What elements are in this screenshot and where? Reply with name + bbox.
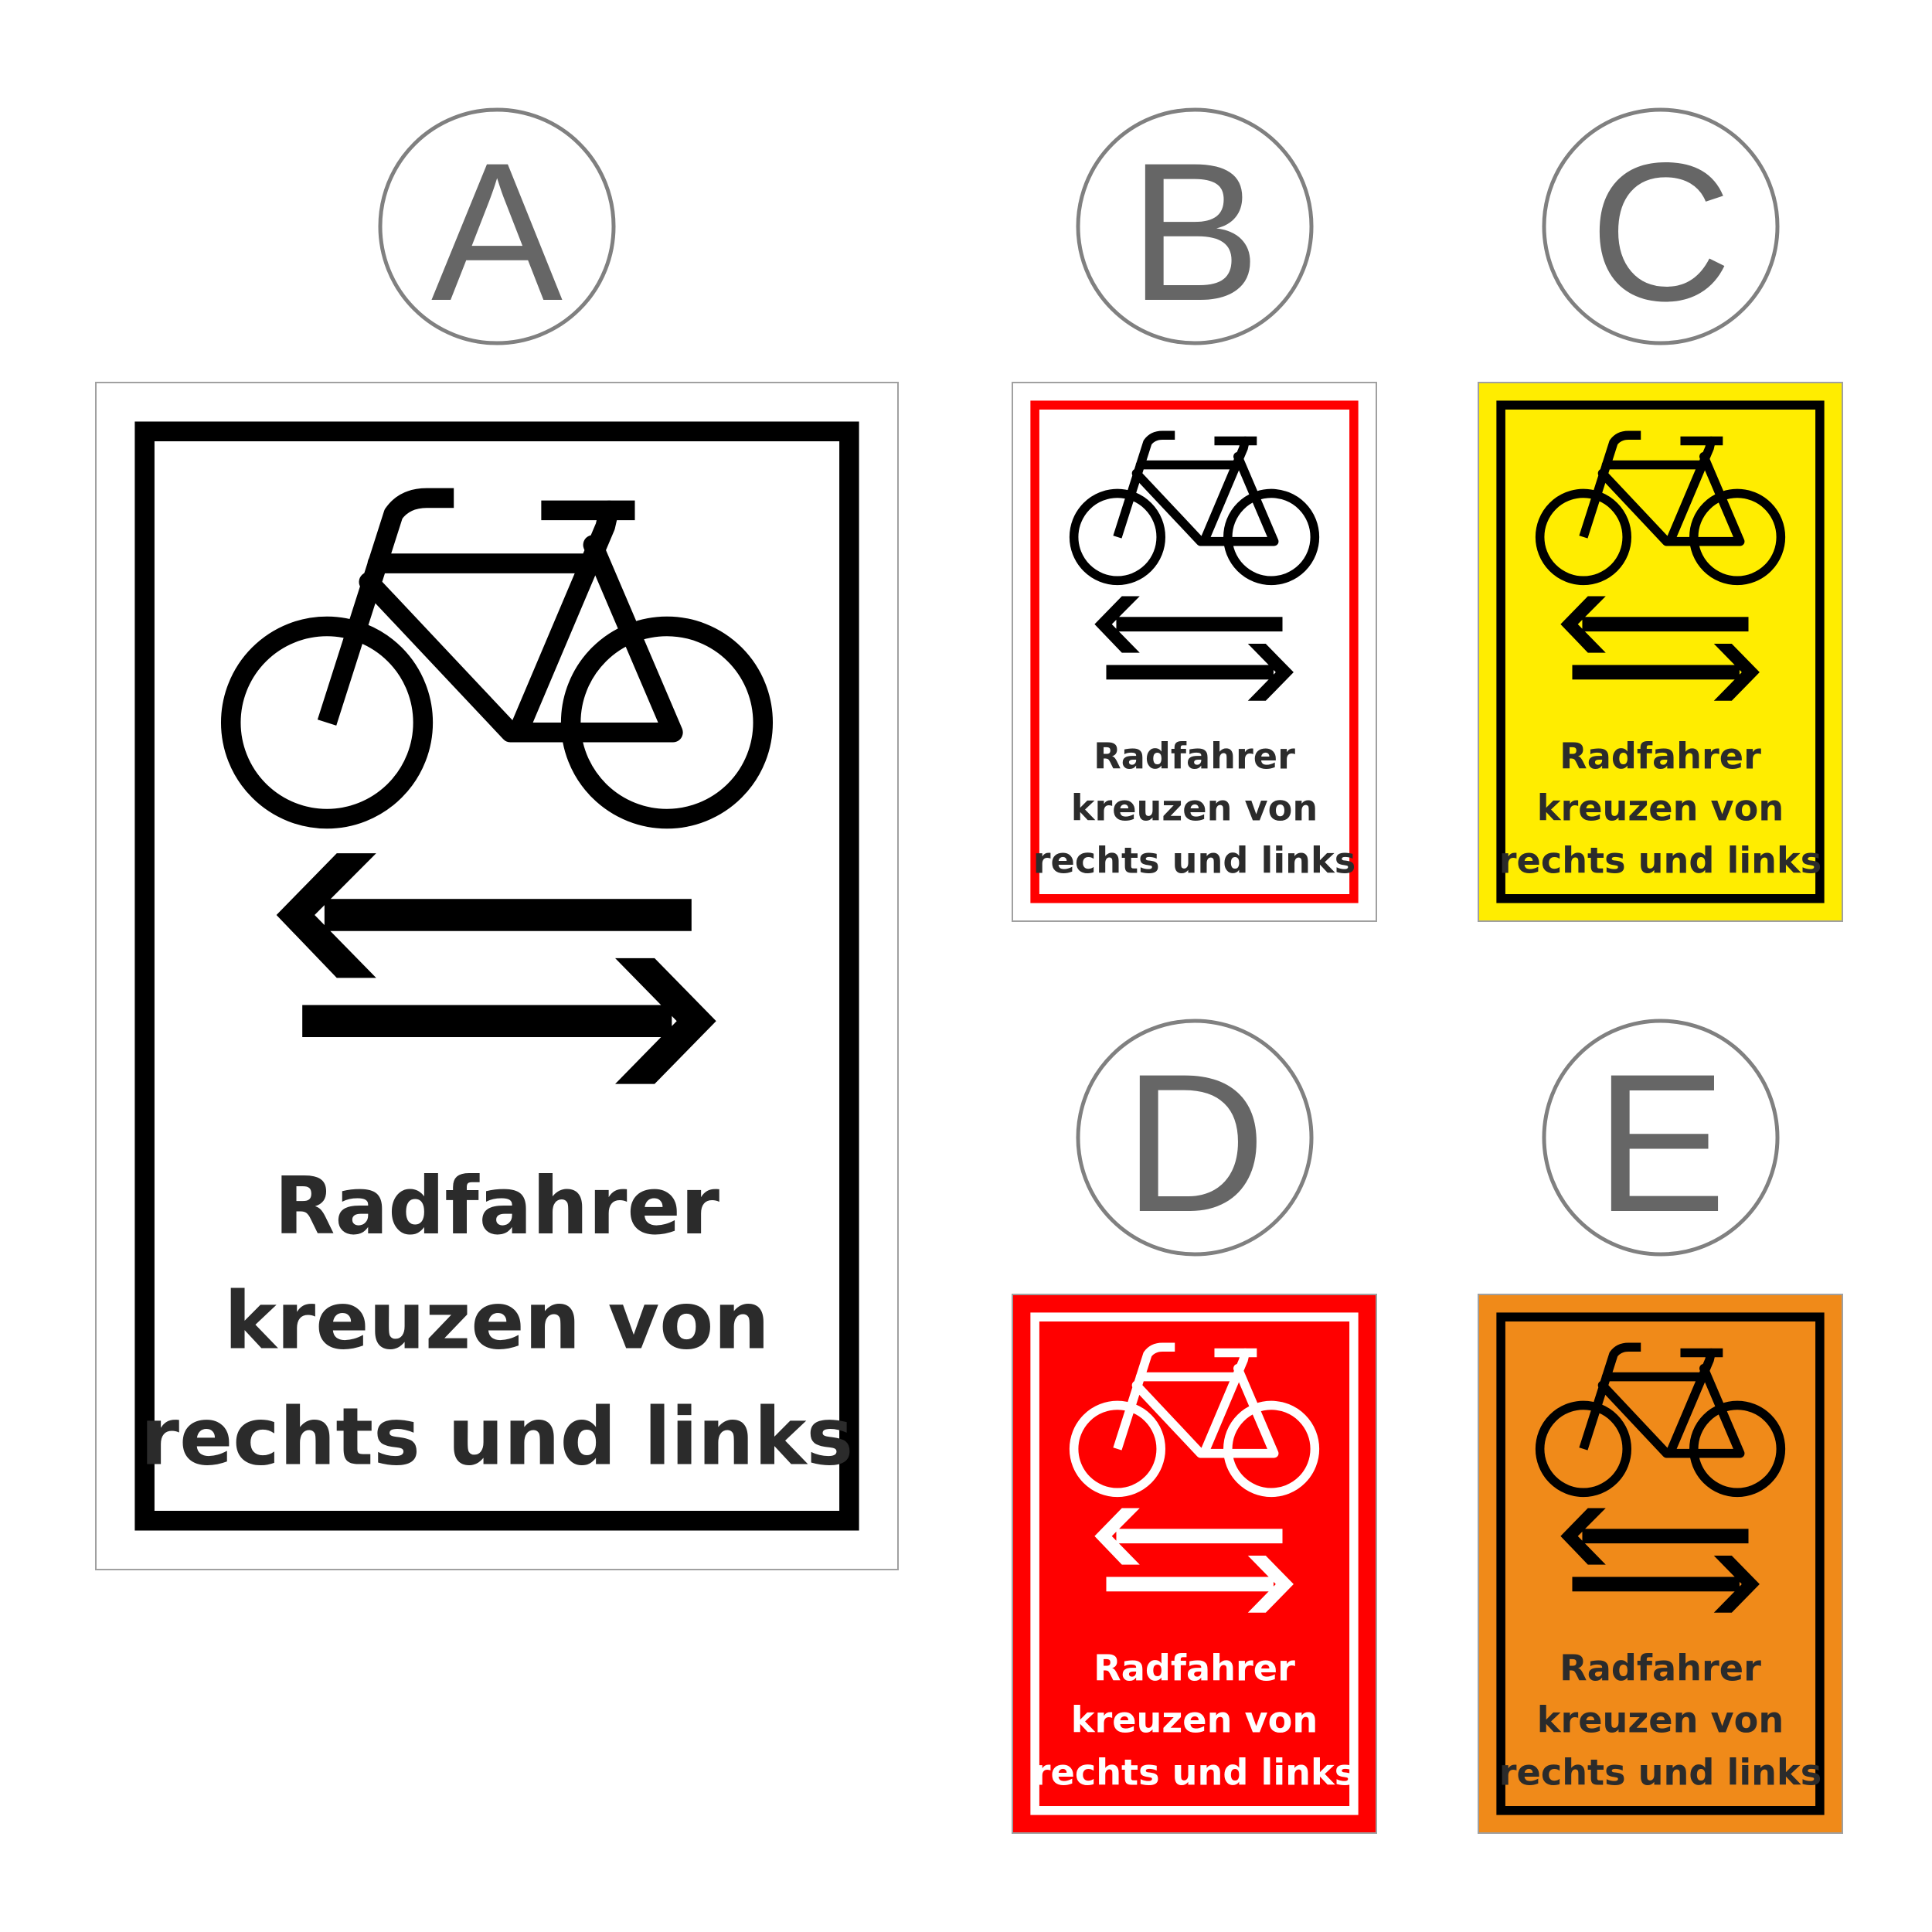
variant-letter: A — [431, 122, 563, 342]
sign-text-line3: rechts und links — [1499, 1751, 1821, 1793]
sign-frame — [1030, 400, 1359, 903]
sign-text-line1: Radfahrer — [274, 1161, 720, 1253]
sign-text-line2: kreuzen von — [1071, 787, 1318, 828]
bicycle-arrows-icon — [1074, 1347, 1315, 1613]
sign-text-line2: kreuzen von — [1537, 787, 1784, 828]
sign-text-line3: rechts und links — [1033, 1751, 1355, 1793]
sign-frame — [1496, 400, 1825, 903]
sign-text-line1: Radfahrer — [1560, 735, 1761, 777]
sign-text-line1: Radfahrer — [1094, 1647, 1295, 1689]
sign-text-line3: rechts und links — [141, 1391, 853, 1483]
sign-variant-c: Radfahrer kreuzen von rechts und links — [1478, 382, 1843, 922]
variant-badge-e: E — [1542, 1019, 1780, 1257]
sign-text-line1: Radfahrer — [1094, 735, 1295, 777]
sign-variant-b: Radfahrer kreuzen von rechts und links — [1012, 382, 1377, 922]
sign-text-line2: kreuzen von — [1071, 1699, 1318, 1740]
sign-text-line2: kreuzen von — [224, 1275, 770, 1367]
sign-text-line3: rechts und links — [1499, 839, 1821, 881]
variant-badge-a: A — [378, 107, 616, 345]
variant-badge-b: B — [1076, 107, 1314, 345]
sign-variant-d: Radfahrer kreuzen von rechts und links — [1012, 1294, 1377, 1834]
variant-badge-d: D — [1076, 1019, 1314, 1257]
sign-frame — [1496, 1312, 1825, 1815]
bicycle-arrows-icon — [1540, 1347, 1781, 1613]
variant-badge-c: C — [1542, 107, 1780, 345]
variant-letter: C — [1590, 122, 1732, 342]
sign-frame — [1030, 1312, 1359, 1815]
bicycle-arrows-icon — [1074, 435, 1315, 701]
bicycle-arrows-icon — [231, 498, 764, 1083]
variant-letter: E — [1595, 1033, 1726, 1253]
variant-letter: B — [1129, 122, 1260, 342]
sign-variant-e: Radfahrer kreuzen von rechts und links — [1478, 1294, 1843, 1834]
sign-text-line1: Radfahrer — [1560, 1647, 1761, 1689]
sign-frame — [134, 421, 859, 1531]
variant-letter: D — [1124, 1033, 1266, 1253]
sign-text-line3: rechts und links — [1033, 839, 1355, 881]
bicycle-arrows-icon — [1540, 435, 1781, 701]
sign-variant-a: Radfahrer kreuzen von rechts und links — [95, 382, 899, 1570]
sign-text-line2: kreuzen von — [1537, 1699, 1784, 1740]
